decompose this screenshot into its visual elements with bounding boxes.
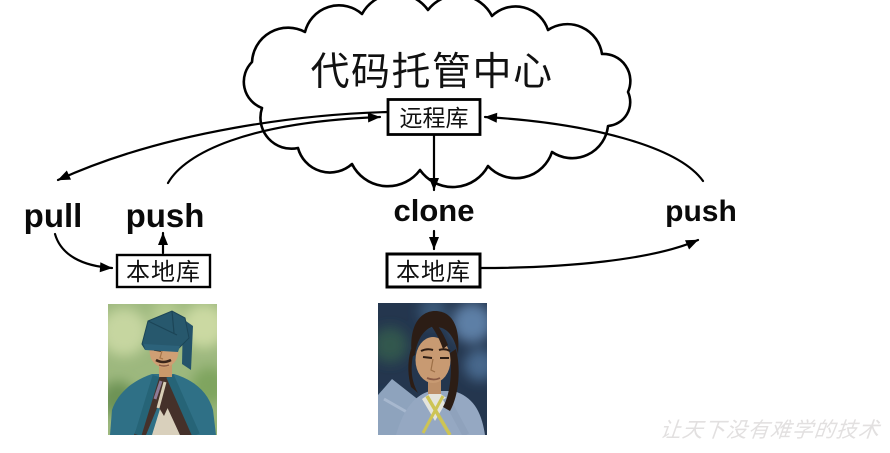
local-repo-left-box xyxy=(115,253,212,289)
arrow-remote-to-pull xyxy=(56,110,390,182)
arrow-push-left-to-remote xyxy=(166,112,382,185)
edges xyxy=(53,110,705,273)
watermark-text: 让天下没有难学的技术 xyxy=(658,418,882,442)
cloud-title: 代码托管中心 xyxy=(310,51,553,94)
pull-label: pull xyxy=(24,197,83,234)
remote-repo-box xyxy=(386,98,482,136)
left-person-image xyxy=(108,304,217,435)
arrow-push-right-to-remote xyxy=(483,112,705,183)
cloud-shape xyxy=(242,0,632,189)
push-right-label: push xyxy=(665,195,737,228)
clone-label: clone xyxy=(394,193,475,228)
remote-repo-label: 远程库 xyxy=(400,106,469,131)
arrow-pull-to-local-left xyxy=(53,232,114,273)
right-person-image xyxy=(378,303,487,435)
right-person-face xyxy=(420,348,451,359)
scholar-hat xyxy=(141,310,193,370)
arrow-local-middle-to-push-right xyxy=(479,238,700,270)
local-repo-middle-box xyxy=(385,252,482,289)
push-left-label: push xyxy=(126,197,205,234)
local-repo-left-label: 本地库 xyxy=(126,259,201,286)
right-person-figure xyxy=(378,311,485,435)
right-person-hair xyxy=(408,311,459,411)
mustache xyxy=(155,358,172,364)
local-repo-middle-label: 本地库 xyxy=(396,259,471,286)
left-person-figure xyxy=(110,310,216,435)
